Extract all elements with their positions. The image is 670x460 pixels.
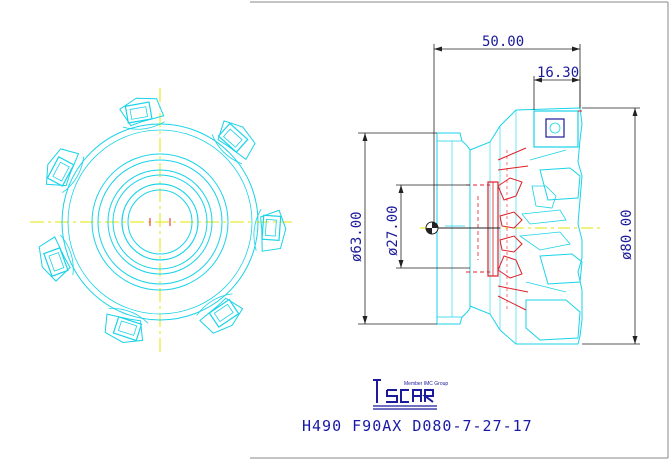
insert-pocket-6 xyxy=(104,308,149,343)
side-insert-2-detail xyxy=(531,185,557,209)
logo-wordmark xyxy=(373,379,437,410)
side-flute-4 xyxy=(525,281,567,293)
side-flute-3 xyxy=(529,149,567,161)
side-insert-top xyxy=(533,110,579,148)
insert-screw-circle xyxy=(549,122,561,134)
insert-pocket-2 xyxy=(119,97,165,130)
dim-length-step-label: 16.30 xyxy=(537,65,579,81)
side-insert-4 xyxy=(525,299,581,341)
hub-circle-4 xyxy=(112,174,208,270)
dim-dia-cutter-label: ø80.00 xyxy=(619,209,635,260)
insert-pocket-3 xyxy=(211,120,256,165)
insert-1 xyxy=(46,156,75,187)
shank-outline xyxy=(436,132,471,325)
insert-screw-square xyxy=(545,118,565,138)
insert-3 xyxy=(217,122,249,153)
dim-length-total: 50.00 xyxy=(433,34,581,226)
insert-pocket-4 xyxy=(253,208,287,252)
cutter-head-outline xyxy=(469,107,583,345)
side-view: 50.00 16.30 ø63.00 ø27.00 xyxy=(349,34,640,345)
side-insert-3 xyxy=(539,253,583,285)
dim-dia-shank-label: ø63.00 xyxy=(349,211,365,262)
hub-circle-3 xyxy=(107,169,213,275)
insert-7 xyxy=(43,247,69,277)
dim-length-step: 16.30 xyxy=(533,65,581,110)
insert-4 xyxy=(261,214,282,241)
insert-pocket-1 xyxy=(45,148,85,194)
center-marker-icon xyxy=(425,221,439,235)
insert-5 xyxy=(208,298,240,328)
cutter-body-inner-circle xyxy=(67,129,253,315)
bore-circle-outer xyxy=(121,183,199,261)
insert-2 xyxy=(124,101,153,124)
bore-circle-inner xyxy=(127,189,193,255)
side-flute-2 xyxy=(521,209,567,225)
insert-6 xyxy=(112,316,143,342)
side-flute-1 xyxy=(518,231,571,251)
dim-dia-shank: ø63.00 xyxy=(349,132,437,325)
product-code: H490 F90AX D080-7-27-17 xyxy=(302,417,533,435)
insert-pocket-5 xyxy=(196,293,244,334)
dim-dia-bore: ø27.00 xyxy=(385,184,470,269)
iscar-logo: Member IMC Group xyxy=(373,379,448,410)
dim-length-total-label: 50.00 xyxy=(482,34,524,50)
front-view xyxy=(30,88,292,355)
hidden-bore xyxy=(466,147,529,311)
insert-pocket-7 xyxy=(38,234,74,282)
dim-dia-cutter: ø80.00 xyxy=(582,107,640,345)
logo-tagline: Member IMC Group xyxy=(404,381,448,387)
hub-circle-1 xyxy=(91,153,229,291)
dim-dia-bore-label: ø27.00 xyxy=(385,205,401,256)
side-insert-2 xyxy=(539,167,581,201)
hub-circle-2 xyxy=(97,159,223,285)
